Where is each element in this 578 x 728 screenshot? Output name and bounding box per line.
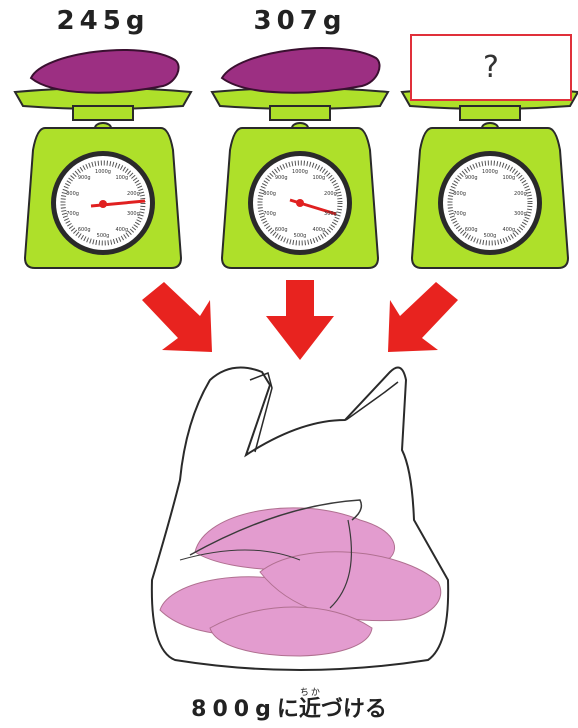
arrow-center (266, 280, 334, 360)
dial-label: 300g (514, 211, 527, 217)
dial-label: 1000g (95, 169, 111, 175)
dial-label: 600g (275, 227, 288, 233)
dial-label: 700g (263, 211, 276, 217)
goal-kanji-reading: ちか (299, 688, 321, 698)
dial-label: 300g (324, 211, 337, 217)
dial-label: 1000g (482, 169, 498, 175)
goal-particle: に (277, 697, 299, 722)
dial-label: 100g (502, 175, 515, 181)
sweet-potato-2 (222, 48, 380, 93)
dial-label: 900g (78, 175, 91, 181)
dial-label: 200g (514, 191, 527, 197)
dial-label: 500g (294, 233, 307, 239)
arrow-left (142, 282, 212, 352)
dial-label: 400g (312, 227, 325, 233)
scale-3 (402, 88, 578, 268)
dial-label: 100g (312, 175, 325, 181)
dial-label: 400g (502, 227, 515, 233)
sweet-potato-1 (31, 50, 179, 93)
dial-label: 200g (324, 191, 337, 197)
scale-1-weight-label: 245g (43, 6, 163, 36)
dial-label: 600g (78, 227, 91, 233)
goal-kanji: 近 (299, 697, 321, 722)
goal-caption: 800gに近ちかづける (0, 688, 578, 723)
bag-sweet-potatoes (160, 508, 441, 656)
dial-label: 400g (115, 227, 128, 233)
goal-amount: 800g (191, 697, 277, 722)
dial-label: 700g (66, 211, 79, 217)
scale-2-weight-label: 307g (240, 6, 360, 36)
dial-label: 800g (453, 191, 466, 197)
dial-label: 600g (465, 227, 478, 233)
dial-label: 100g (115, 175, 128, 181)
dial-label: 800g (263, 191, 276, 197)
arrow-right (388, 282, 458, 352)
goal-rest: づける (321, 697, 387, 722)
dial-label: 800g (66, 191, 79, 197)
dial-label: 200g (127, 191, 140, 197)
dial-label: 300g (127, 211, 140, 217)
dial-label: 500g (484, 233, 497, 239)
dial-label: 900g (275, 175, 288, 181)
dial-label: 1000g (292, 169, 308, 175)
dial-label: 900g (465, 175, 478, 181)
dial-label: 500g (97, 233, 110, 239)
scale-3-unknown-weight-box: ? (410, 34, 572, 101)
goal-kanji-ruby: 近ちか (299, 697, 321, 722)
dial-label: 700g (453, 211, 466, 217)
